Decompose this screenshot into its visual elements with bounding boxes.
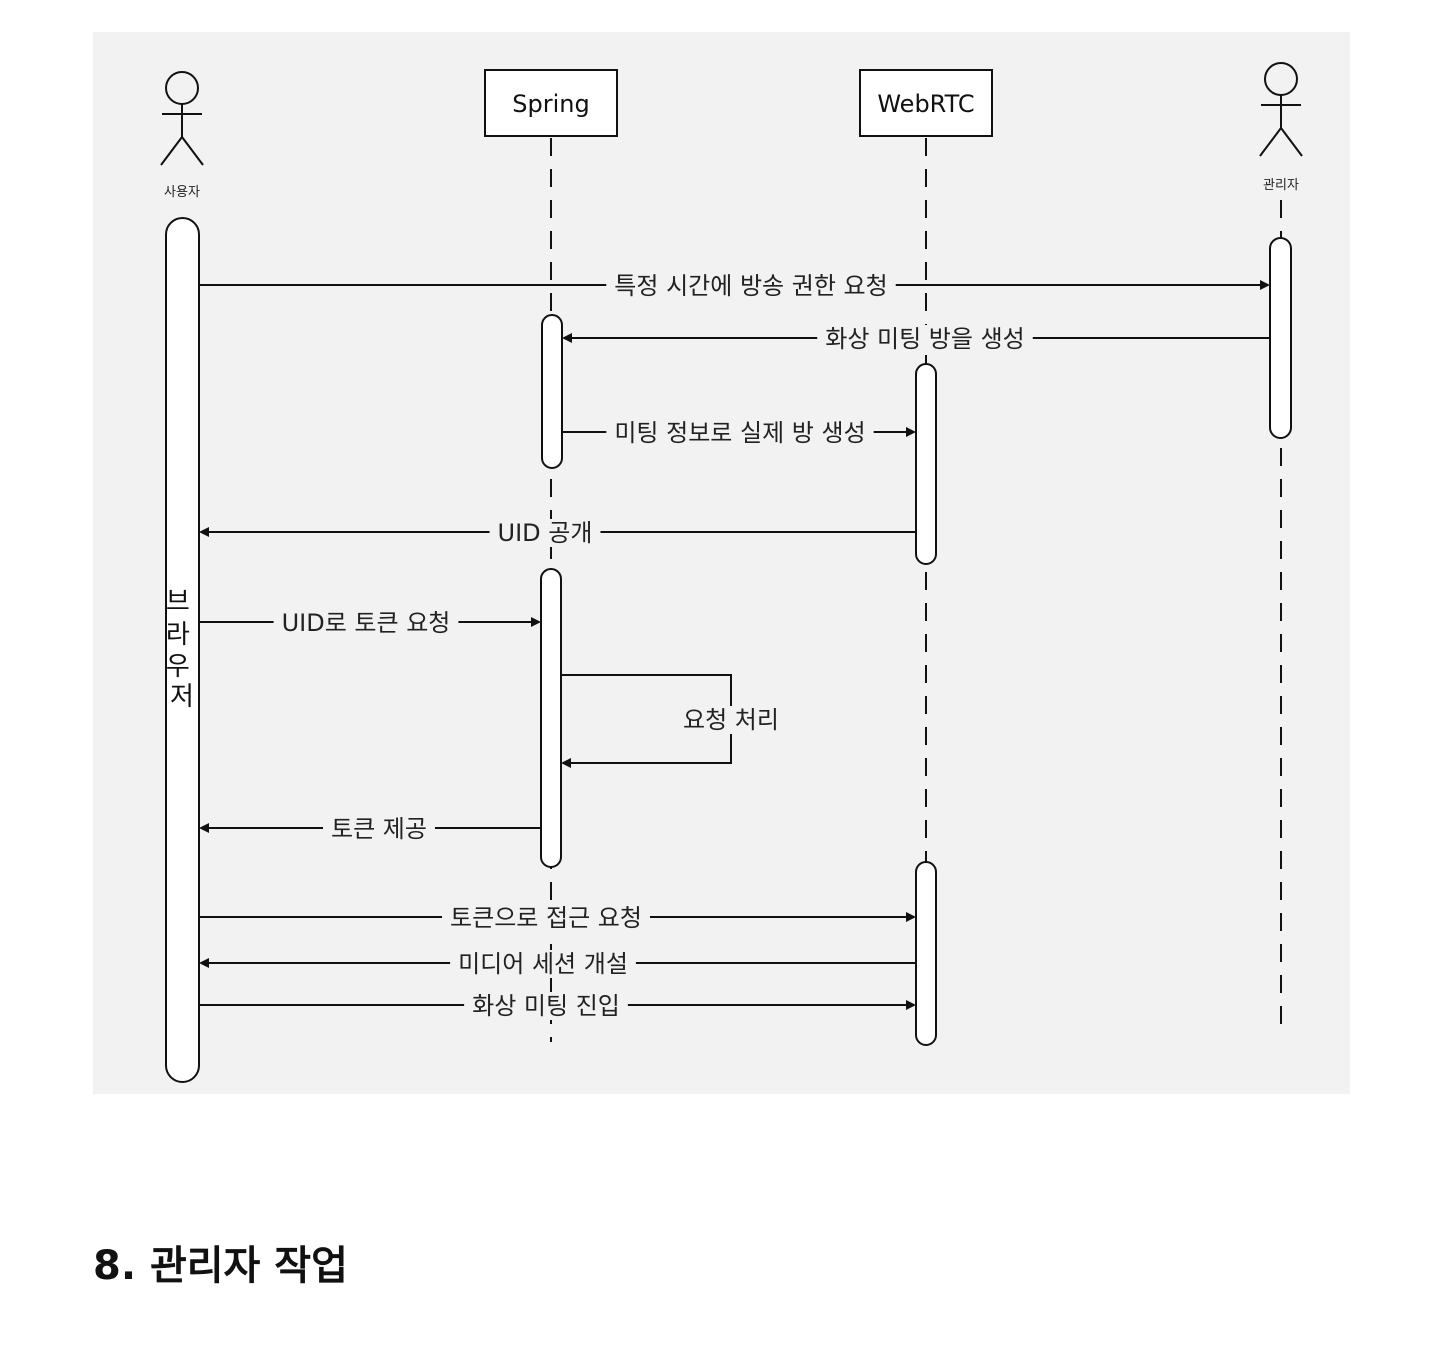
message-6: 요청 처리 [561,674,785,768]
message-label: 미디어 세션 개설 [458,950,628,978]
user-actor-label: 사용자 [164,185,200,200]
message-label-background [323,815,435,843]
message-5: UID로 토큰 요청 [199,609,541,637]
message-label-background [606,272,896,300]
message-3: 미팅 정보로 실제 방 생성 [562,419,916,447]
section-heading: 8. 관리자 작업 [93,1243,348,1289]
message-label-background [450,950,636,978]
message-label: 화상 미팅 진입 [472,992,620,1020]
message-arrowhead-7 [199,823,209,833]
browser-bar-label: 브 라 우 저 [166,587,198,712]
webrtc-activation-bar-2 [915,861,937,1046]
spring-participant-label: Spring [512,90,589,118]
sequence-diagram: 사용자 관리자 Spring WebRTC 브 라 우 저 특정 시간에 방송 … [93,32,1350,1094]
message-arrowhead-9 [199,958,209,968]
message-arrowhead-8 [906,912,916,922]
message-arrowhead-4 [199,527,209,537]
message-label-background [817,325,1033,353]
message-arrowhead-1 [1260,280,1270,290]
message-label: 미팅 정보로 실제 방 생성 [614,419,865,447]
message-7: 토큰 제공 [199,815,541,843]
webrtc-activation-bar-1 [915,363,937,565]
message-arrowhead-2 [562,333,572,343]
admin-actor-label: 관리자 [1263,178,1299,193]
spring-participant-box [484,69,618,137]
message-arrowhead-10 [906,1000,916,1010]
message-label-background [677,706,785,734]
message-4: UID 공개 [199,519,916,547]
message-1: 특정 시간에 방송 권한 요청 [199,272,1270,300]
spring-activation-bar-1 [541,314,563,469]
user-activation-bar [165,217,200,1083]
message-label: UID로 토큰 요청 [282,609,451,637]
message-arrowhead-6 [561,758,571,768]
message-label: 요청 처리 [683,706,779,734]
message-label: 특정 시간에 방송 권한 요청 [614,272,887,300]
message-label: 토큰으로 접근 요청 [450,904,642,932]
message-arrowhead-5 [531,617,541,627]
spring-activation-bar-2 [540,568,562,868]
message-9: 미디어 세션 개설 [199,950,916,978]
message-label-background [606,419,874,447]
message-label: 화상 미팅 방을 생성 [825,325,1025,353]
message-arrowhead-3 [906,427,916,437]
webrtc-participant-box [859,69,993,137]
message-label: 토큰 제공 [331,815,427,843]
message-8: 토큰으로 접근 요청 [199,904,916,932]
message-label-background [489,519,601,547]
admin-actor-icon [1259,62,1303,157]
message-label-background [273,609,459,637]
message-label-background [464,992,628,1020]
user-actor-icon [160,71,204,166]
webrtc-participant-label: WebRTC [877,90,974,118]
admin-activation-bar [1269,237,1292,439]
message-label: UID 공개 [498,519,593,547]
message-2: 화상 미팅 방을 생성 [562,325,1270,353]
message-10: 화상 미팅 진입 [199,992,916,1020]
diagram-background [93,32,1350,1094]
message-label-background [442,904,650,932]
